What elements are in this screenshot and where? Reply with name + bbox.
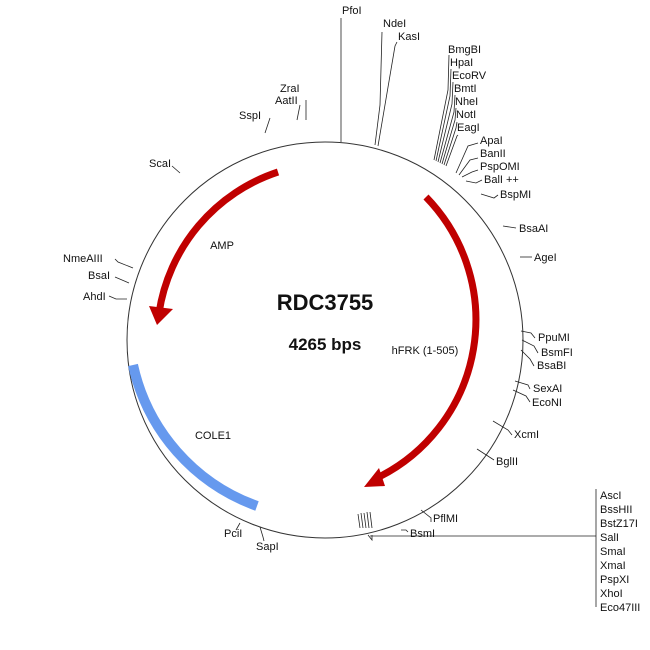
site-mcs-pspxi: PspXI [600,574,629,586]
site-nhei: NheI [455,96,478,108]
site-mcs-xhoi: XhoI [600,588,623,600]
site-bmti: BmtI [454,83,477,95]
site-banii: BanII [480,148,506,160]
site-agei: AgeI [534,252,557,264]
site-pcii: PciI [224,528,242,540]
site-pspomi: PspOMI [480,161,520,173]
site-bmgbi: BmgBI [448,44,481,56]
site-noti: NotI [456,109,476,121]
site-kasi: KasI [398,31,420,43]
site-bsaai: BsaAI [519,223,548,235]
cole1-label: COLE1 [195,430,231,442]
hfrk-feature-arrow [377,194,480,481]
site-xcmi: XcmI [514,429,539,441]
site-apai: ApaI [480,135,503,147]
site-labels: PfoI NdeI KasI BmgBI HpaI EcoRV BmtI Nhe… [63,5,640,614]
site-bsmi: BsmI [410,528,435,540]
site-mcs-xmai: XmaI [600,560,626,572]
site-bsai: BsaI [88,270,110,282]
site-sapi: SapI [256,541,279,553]
site-sspi: SspI [239,110,261,122]
site-pfoi: PfoI [342,5,362,17]
site-ecorv: EcoRV [452,70,487,82]
site-mcs-asci: AscI [600,490,621,502]
site-bglii: BglII [496,456,518,468]
site-mcs-smai: SmaI [600,546,626,558]
site-mcs-eco47iii: Eco47III [600,602,640,614]
amp-feature-arrow [155,168,280,314]
site-bsmfi: BsmFI [541,347,573,359]
cole1-feature-arc [128,363,259,511]
site-eagi: EagI [457,122,480,134]
site-econi: EcoNI [532,397,562,409]
site-aatii: AatII [275,95,298,107]
site-ppumi: PpuMI [538,332,570,344]
site-mcs-bstz17i: BstZ17I [600,518,638,530]
hfrk-label: hFRK (1-505) [392,345,459,357]
amp-arrowhead [149,306,173,325]
amp-label: AMP [210,240,234,252]
site-bspmi: BspMI [500,189,531,201]
site-scai: ScaI [149,158,171,170]
plasmid-size: 4265 bps [289,335,362,354]
site-hpai: HpaI [450,57,473,69]
site-nmeaiii: NmeAIII [63,253,103,265]
site-zrai: ZraI [280,83,300,95]
site-ahdi: AhdI [83,291,106,303]
site-bali: BalI ++ [484,174,519,186]
site-ndei: NdeI [383,18,406,30]
site-mcs-sali: SalI [600,532,619,544]
site-leaders [108,18,597,607]
site-mcs-bsshii: BssHII [600,504,632,516]
plasmid-name: RDC3755 [277,290,374,315]
plasmid-backbone [126,141,524,539]
site-bsabi: BsaBI [537,360,566,372]
site-sexai: SexAI [533,383,562,395]
hfrk-arrowhead [364,468,385,487]
site-pflmi: PflMI [433,513,458,525]
